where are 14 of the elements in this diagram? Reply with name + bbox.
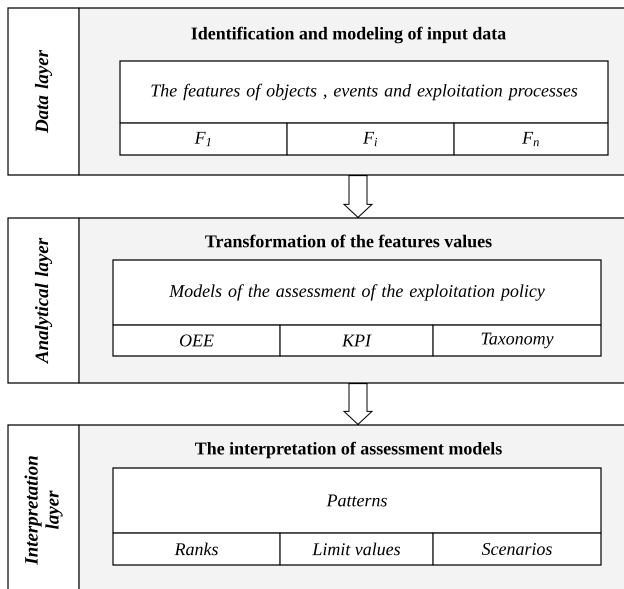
layer-label-box: Analytical layer [7, 217, 80, 384]
layer-label-box: Interpretation layer [7, 424, 80, 589]
table-cell: KPI [279, 324, 434, 357]
table-cell: OEE [112, 324, 281, 357]
table-cell: Limit values [279, 532, 434, 566]
layer-label-box: Data layer [7, 7, 80, 176]
table-cell: Taxonomy [432, 324, 602, 357]
table-cell: F$_{i}$ [286, 122, 455, 156]
table-cell: F$_{n}$ [453, 122, 609, 156]
block-arrow [342, 383, 374, 426]
table-cell: Scenarios [432, 532, 602, 566]
table-cell: F$_{1}$ [119, 122, 288, 156]
block-arrow [342, 175, 374, 218]
table-cell: Ranks [112, 532, 281, 566]
